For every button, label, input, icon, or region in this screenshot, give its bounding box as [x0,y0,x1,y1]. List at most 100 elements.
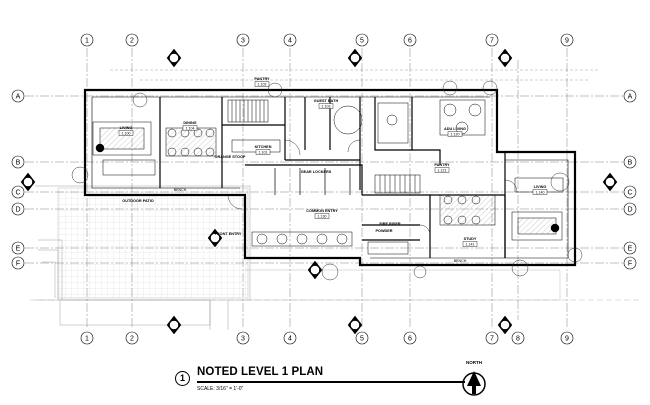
svg-text:B: B [628,160,633,167]
room-name: POWDER [375,229,392,233]
room-name: ORANGE STOOP [215,155,246,159]
room-tag: 1.103 [322,105,331,109]
grid-bubble-col: 2 [125,33,139,47]
grid-bubble-row: A [623,89,637,103]
grid-bubble-col: 4 [283,331,297,345]
section-marker-icon [602,172,618,192]
room-name: COMMON ENTRY [306,209,338,213]
room-tag-box [462,241,478,247]
doors [227,139,518,236]
section-marker-icon [207,228,223,248]
grid-bubble-col: 7 [485,33,499,47]
section-marker-icon [20,172,36,192]
title-underline [197,381,465,383]
room-name: PANTRY [434,163,450,167]
svg-text:2: 2 [130,336,134,343]
bench-label: BENCH [454,259,467,263]
landscape-trees [71,80,583,281]
grid-bubble-col: 3 [236,33,250,47]
room-tag-box [314,213,330,219]
north-arrow-icon [462,371,486,396]
svg-text:3: 3 [241,38,245,45]
scale-note: SCALE: 3/16" = 1'-0" [197,386,244,392]
bench-label: BENCH [174,188,187,192]
grid-bubble-row: D [623,202,637,216]
svg-text:7: 7 [490,336,494,343]
grid-bubble-row: F [11,256,25,270]
grid-bubble-col: 5 [355,331,369,345]
room-name: GUEST BATH [314,99,339,103]
room-tag-box [182,125,198,131]
grid-bubble-col: 9 [560,33,574,47]
grid-bubble-col: 6 [403,331,417,345]
room-tag-box [254,81,270,87]
room-tag: 1.120 [451,133,460,137]
room-tag: 1.140 [536,191,545,195]
grid-bubble-col: 5 [355,33,369,47]
section-marker-icon [347,48,363,68]
room-name: LIVING [120,126,133,130]
svg-text:5: 5 [360,336,364,343]
svg-text:A: A [16,94,21,101]
svg-text:D: D [627,207,632,214]
svg-text:A: A [628,94,633,101]
room-tag: 1.141 [466,243,475,247]
svg-text:3: 3 [241,336,245,343]
svg-text:4: 4 [288,38,292,45]
svg-text:1: 1 [85,336,89,343]
room-tag-box [447,131,463,137]
grid-lines [25,48,623,328]
grid-bubble-col: 4 [283,33,297,47]
svg-text:5: 5 [360,38,364,45]
grid-bubble-row: B [11,155,25,169]
section-marker-icon [497,48,513,68]
room-name: OUTDOOR PATIO [122,199,154,203]
svg-text:E: E [628,246,633,253]
furniture [92,99,564,255]
svg-text:F: F [16,261,20,268]
section-marker-icon [307,260,323,280]
room-tag-box [255,149,271,155]
svg-text:8: 8 [516,336,520,343]
svg-text:7: 7 [490,38,494,45]
grid-bubble-col: 7 [485,331,499,345]
grid-bubble-col: 1 [80,33,94,47]
svg-text:E: E [16,246,21,253]
room-name: LIVING [534,185,547,189]
room-name: STUDY [464,237,477,241]
section-markers [20,48,618,335]
room-tag: 1.104 [186,127,195,131]
section-marker-icon [347,315,363,335]
svg-text:6: 6 [408,38,412,45]
room-tag: 1.130 [318,215,327,219]
room-tag-box [118,130,134,136]
grid-bubble-row: B [623,155,637,169]
room-name: ADU LIVING [444,127,466,131]
grid-bubble-row: D [11,202,25,216]
section-marker-icon [497,315,513,335]
title-block: 1 NOTED LEVEL 1 PLAN SCALE: 3/16" = 1'-0… [175,366,465,399]
stairs [227,99,421,194]
svg-text:4: 4 [288,336,292,343]
north-arrow: NORTH [459,360,489,400]
grid-bubble-row: C [11,185,25,199]
svg-text:9: 9 [565,38,569,45]
svg-text:C: C [15,190,20,197]
grid-bubble-row: F [623,256,637,270]
room-tag: 1.101 [259,151,268,155]
room-tag-box [532,189,548,195]
room-name: KITCHEN [255,145,272,149]
svg-text:F: F [628,261,632,268]
svg-text:D: D [15,207,20,214]
section-marker-icon [166,315,182,335]
svg-text:1: 1 [85,38,89,45]
room-name: FRONT ENTRY [215,232,242,236]
view-title: NOTED LEVEL 1 PLAN [197,366,324,378]
grid-bubble-row: A [11,89,25,103]
grid-bubble-col: 9 [560,331,574,345]
svg-text:B: B [16,160,21,167]
room-tag-box [318,103,334,109]
room-tag: 1.100 [122,132,131,136]
